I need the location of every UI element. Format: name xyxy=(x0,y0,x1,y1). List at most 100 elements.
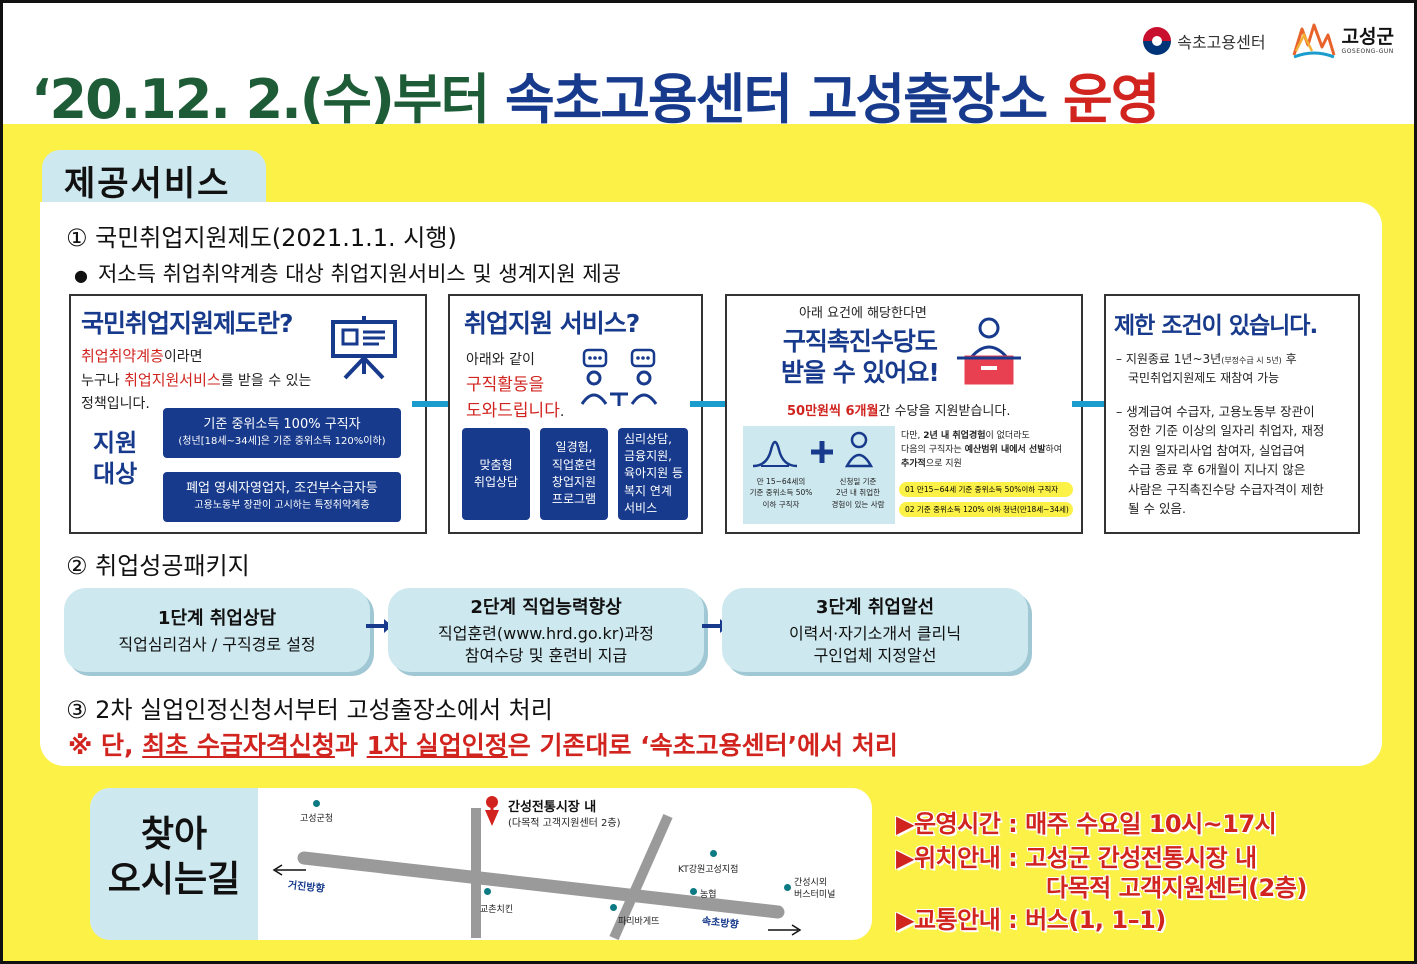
county-en: GOSEONG-GUN xyxy=(1341,47,1394,55)
target1-sub: (청년[18세~34세]은 기준 중위소득 120%이하) xyxy=(178,436,386,448)
r2-line3: 지원 일자리사업 참여자, 실업급여 xyxy=(1128,442,1305,458)
note-underline-2: 1차 실업인정 xyxy=(366,731,508,760)
presentation-board-icon xyxy=(331,316,397,380)
box2-title: 취업지원 서비스? xyxy=(464,309,640,338)
laptop-user-icon xyxy=(957,317,1021,385)
service3-line1: 심리상담, xyxy=(624,431,672,446)
box1-description: 취업취약계층이라면 누구나 취업지원서비스를 받을 수 있는 정책입니다. xyxy=(81,344,331,415)
service1-line2: 취업상담 xyxy=(473,475,519,489)
poi-dot xyxy=(690,888,697,895)
service2-line4: 프로그램 xyxy=(551,492,597,507)
step3-desc1: 이력서·자기소개서 클리닉 xyxy=(788,624,962,644)
location-map: 간성전통시장 내 (다목적 고객지원센터 2층) 고성군청 KT강원고성지점 농… xyxy=(258,788,872,940)
info-hours: ▶운영시간 : 매주 수요일 10시~17시 xyxy=(896,810,1277,838)
cond2-line1: 신청일 기준 xyxy=(839,477,877,486)
service2-line3: 창업지원 xyxy=(551,475,597,489)
service-item-welfare: 심리상담, 금융지원, 육아지원 등 복지 연계 서비스 xyxy=(618,428,688,520)
note2c: 하여 xyxy=(1045,444,1063,455)
poi-dot xyxy=(610,904,617,911)
section3-note: ※ 단, 최초 수급자격신청과 1차 실업인정은 기존대로 ‘속초고용센터’에서… xyxy=(68,726,898,762)
box-what-is-program: 국민취업지원제도란? 취업취약계층이라면 누구나 취업지원서비스를 받을 수 있… xyxy=(69,294,427,534)
note-underline-1: 최초 수급자격신청 xyxy=(142,731,335,760)
box3-title2: 받을 수 있어요! xyxy=(781,358,940,388)
r2-line4: 수급 종료 후 6개월이 지나지 않은 xyxy=(1128,462,1306,478)
step-1: 1단계 취업상담 직업심리검사 / 구직경로 설정 xyxy=(64,588,370,672)
step2-desc2: 참여수당 및 훈련비 지급 xyxy=(464,646,628,665)
box3-pre: 아래 요건에 해당한다면 xyxy=(799,306,927,321)
note-mid: 과 xyxy=(334,731,367,760)
target2-main: 폐업 영세자영업자, 조건부수급자등 xyxy=(186,481,378,497)
box-restrictions: 제한 조건이 있습니다. – 지원종료 1년~3년(부정수급 시 5년) 후 국… xyxy=(1104,294,1360,534)
cond1-line3: 이하 구직자 xyxy=(762,499,800,509)
info-location-detail: 다목적 고객지원센터(2층) xyxy=(1046,874,1307,902)
bus-line1: 간성시외 xyxy=(794,878,828,888)
r1a: – 지원종료 1년~3년 xyxy=(1116,352,1222,366)
box1-title: 국민취업지원제도란? xyxy=(81,309,294,338)
info-location: ▶위치안내 : 고성군 간성전통시장 내 xyxy=(896,844,1257,872)
step-arrow-icon xyxy=(702,619,728,633)
service1-line1: 맞춤형 xyxy=(479,457,513,472)
condition1: 만 15~64세의 기준 중위소득 50% 이하 구직자 xyxy=(747,476,815,510)
step-arrow-icon xyxy=(366,619,392,633)
step-2: 2단계 직업능력향상 직업훈련(www.hrd.go.kr)과정 참여수당 및 … xyxy=(388,588,704,672)
center-logo: 속초고용센터 xyxy=(1143,27,1266,55)
step3-desc2: 구인업체 지정알선 xyxy=(813,646,937,665)
directions-card: 찾아 오시는길 간성전통시장 내 (다목적 고객지원센터 2층) 고성군청 KT… xyxy=(90,788,872,940)
note1b: 2년 내 취업경험 xyxy=(923,431,986,441)
box3-amount: 50만원씩 6개월간 수당을 지원받습니다. xyxy=(787,400,1010,419)
poi-county-office: 고성군청 xyxy=(300,814,334,824)
condition2: 신청일 기준 2년 내 취업한 경험이 있는 사람 xyxy=(823,476,893,510)
box2-description: 아래와 같이 구직활동을 도와드립니다. xyxy=(466,350,564,424)
r2-line2: 정한 기준 이상의 일자리 취업자, 재정 xyxy=(1128,423,1325,439)
target2-badge: 폐업 영세자영업자, 조건부수급자등 고용노동부 장관이 고시하는 특정취약계층 xyxy=(163,472,401,522)
r2-line5: 사람은 구직촉진수당 수급자격이 제한 xyxy=(1128,481,1324,497)
box-employment-service: 취업지원 서비스? 아래와 같이 구직활동을 도와드립니다. 맞춤형 취업상담 … xyxy=(448,294,703,534)
marker-sub: (다목적 고객지원센터 2층) xyxy=(508,817,621,829)
marker-title: 간성전통시장 내 xyxy=(508,800,597,815)
bullet-dot-icon: ● xyxy=(74,266,88,285)
cond2-line2: 2년 내 취업한 xyxy=(835,488,881,498)
r1c: 국민취업지원제도 재참여 가능 xyxy=(1128,370,1280,385)
box1-desc-4: 정책입니다. xyxy=(81,395,150,412)
r2-line1: – 생계급여 수급자, 고용노동부 장관이 xyxy=(1116,404,1315,419)
step-3: 3단계 취업알선 이력서·자기소개서 클리닉 구인업체 지정알선 xyxy=(722,588,1028,672)
step1-title: 1단계 취업상담 xyxy=(157,608,277,630)
target2-sub: 고용노동부 장관이 고시하는 특정취약계층 xyxy=(194,500,370,512)
center-name: 속초고용센터 xyxy=(1177,33,1266,52)
consultation-people-icon xyxy=(580,348,658,406)
r1b: 후 xyxy=(1281,352,1297,366)
step3-title: 3단계 취업알선 xyxy=(815,597,935,619)
poi-kt: KT강원고성지점 xyxy=(678,865,739,875)
poi-dot xyxy=(710,850,717,857)
services-tab: 제공서비스 xyxy=(42,150,266,206)
market-marker: 간성전통시장 내 (다목적 고객지원센터 2층) xyxy=(508,800,621,830)
box4-title: 제한 조건이 있습니다. xyxy=(1114,313,1318,339)
box-allowance: 아래 요건에 해당한다면 구직촉진수당도 받을 수 있어요! 50만원씩 6개월… xyxy=(725,294,1083,534)
section2-title: ② 취업성공패키지 xyxy=(66,552,250,580)
service2-line2: 직업훈련 xyxy=(551,457,597,472)
target1-main: 기준 중위소득 100% 구직자 xyxy=(203,417,361,433)
county-name: 고성군 xyxy=(1341,25,1394,48)
r2-line6: 될 수 있음. xyxy=(1128,500,1186,516)
step1-desc: 직업심리검사 / 구직경로 설정 xyxy=(118,635,316,655)
service-item-training: 일경험, 직업훈련 창업지원 프로그램 xyxy=(540,428,608,520)
poi-bakery: 파리바게뜨 xyxy=(618,917,660,927)
step2-title: 2단계 직업능력향상 xyxy=(470,597,622,619)
step2-desc1: 직업훈련(www.hrd.go.kr)과정 xyxy=(438,624,654,644)
title-office: 속초고용센터 고성출장소 xyxy=(504,68,1048,131)
county-logo: 고성군 GOSEONG-GUN xyxy=(1292,21,1394,61)
cond1-line2: 기준 중위소득 50% xyxy=(749,488,813,498)
poi-dot xyxy=(313,800,320,807)
service2-line1: 일경험, xyxy=(555,440,593,455)
box3-title1: 구직촉진수당도 xyxy=(782,327,938,356)
eligibility-panel: 만 15~64세의 기준 중위소득 50% 이하 구직자 신청일 기준 2년 내… xyxy=(743,426,895,524)
box2-desc-end: . xyxy=(559,404,565,421)
section3-title: ③ 2차 실업인정신청서부터 고성출장소에서 처리 xyxy=(66,696,553,724)
target-label-2: 대상 xyxy=(93,460,138,489)
extra-condition-pill-1: 01 만15~64세 기준 중위소득 50%이하 구직자 xyxy=(899,482,1073,497)
bus-line2: 버스터미널 xyxy=(794,889,836,900)
poi-dot xyxy=(484,888,491,895)
note-mark: ※ 단, xyxy=(68,731,143,760)
extra-condition-pill-2: 02 기준 중위소득 120% 이하 청년(만18세~34세) xyxy=(899,502,1073,517)
cond2-line3: 경험이 있는 사람 xyxy=(831,499,885,509)
